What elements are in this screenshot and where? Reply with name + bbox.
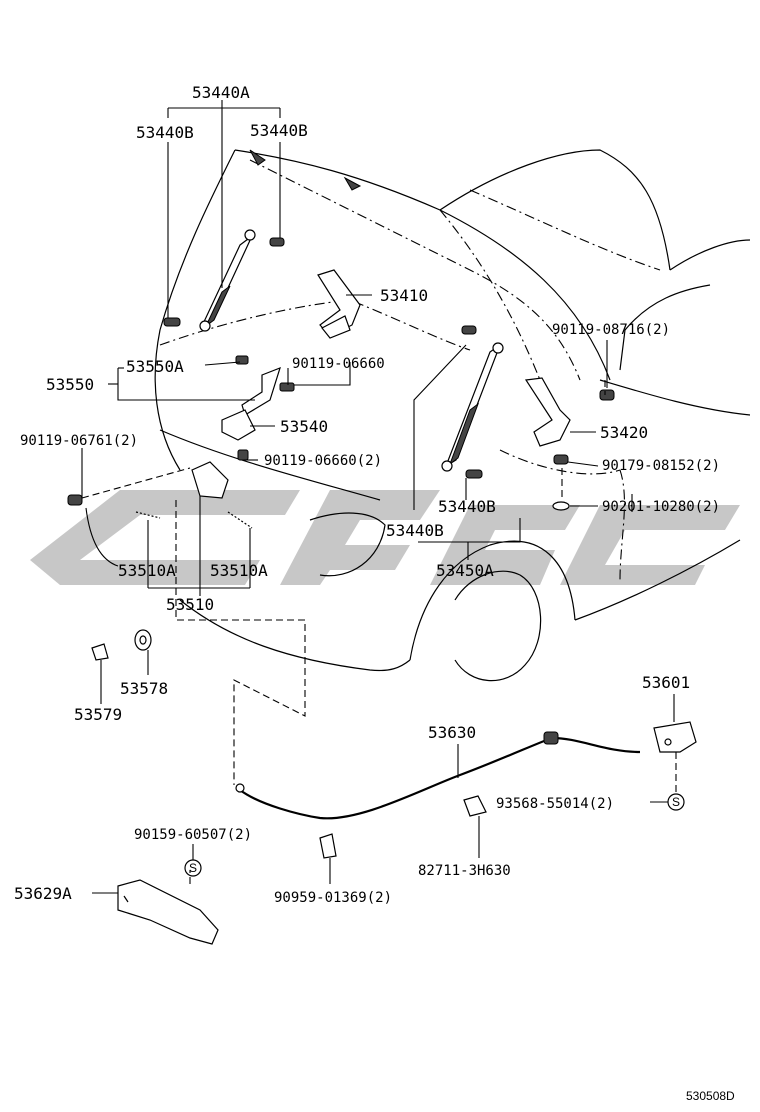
label-53440B-right: 53440B — [250, 121, 308, 140]
label-90179-08152: 90179-08152(2) — [602, 458, 720, 474]
label-53540: 53540 — [280, 417, 328, 436]
label-90201-10280: 90201-10280(2) — [602, 499, 720, 515]
label-53440B-lower: 53440B — [438, 497, 496, 516]
fasteners — [67, 237, 615, 511]
release-lever-53601 — [653, 721, 697, 753]
label-90959-01369: 90959-01369(2) — [274, 890, 392, 906]
label-53550: 53550 — [46, 375, 94, 394]
label-53510: 53510 — [166, 595, 214, 614]
label-53510A-left: 53510A — [118, 561, 176, 580]
s-marker-right: S — [672, 795, 680, 809]
s-marker-letters: S S — [189, 795, 680, 875]
car-body-outline — [154, 149, 751, 682]
label-53410: 53410 — [380, 286, 428, 305]
dashed-connections — [81, 380, 677, 884]
label-90159-60507: 90159-60507(2) — [134, 827, 252, 843]
label-53440B-mid: 53440B — [386, 521, 444, 540]
s-marker-left: S — [189, 861, 197, 875]
lock-lever-53540 — [221, 366, 281, 441]
label-93568-55014: 93568-55014(2) — [496, 796, 614, 812]
label-53629A: 53629A — [14, 884, 72, 903]
label-90119-06761: 90119-06761(2) — [20, 433, 138, 449]
label-90119-06660: 90119-06660 — [292, 356, 385, 372]
label-53601: 53601 — [642, 673, 690, 692]
left-hinge-53410 — [317, 269, 361, 339]
label-53510A-right: 53510A — [210, 561, 268, 580]
left-hood-support — [199, 229, 256, 332]
label-90119-08716: 90119-08716(2) — [552, 322, 670, 338]
label-53450A: 53450A — [436, 561, 494, 580]
label-53440B-left: 53440B — [136, 123, 194, 142]
cable-clamps — [319, 795, 487, 859]
label-53550A: 53550A — [126, 357, 184, 376]
hood-edge — [249, 149, 362, 191]
bracket-53629A — [117, 879, 219, 945]
diagram-code: 530508D — [686, 1089, 735, 1103]
right-hood-support — [441, 342, 504, 472]
label-53578: 53578 — [120, 679, 168, 698]
label-53440A: 53440A — [192, 83, 250, 102]
hood-lock-53510 — [135, 461, 253, 529]
s-markers — [184, 793, 685, 877]
right-hinge-53420 — [524, 377, 571, 447]
part-labels: 53440A 53440B 53440B 53410 90119-08716(2… — [14, 83, 720, 906]
release-cable-53630 — [235, 731, 641, 820]
hood-cushions — [91, 629, 152, 661]
leader-lines — [81, 100, 675, 894]
label-90119-06660-x2: 90119-06660(2) — [264, 453, 382, 469]
label-53579: 53579 — [74, 705, 122, 724]
label-53420: 53420 — [600, 423, 648, 442]
label-53630: 53630 — [428, 723, 476, 742]
label-82711-3H630: 82711-3H630 — [418, 863, 511, 879]
